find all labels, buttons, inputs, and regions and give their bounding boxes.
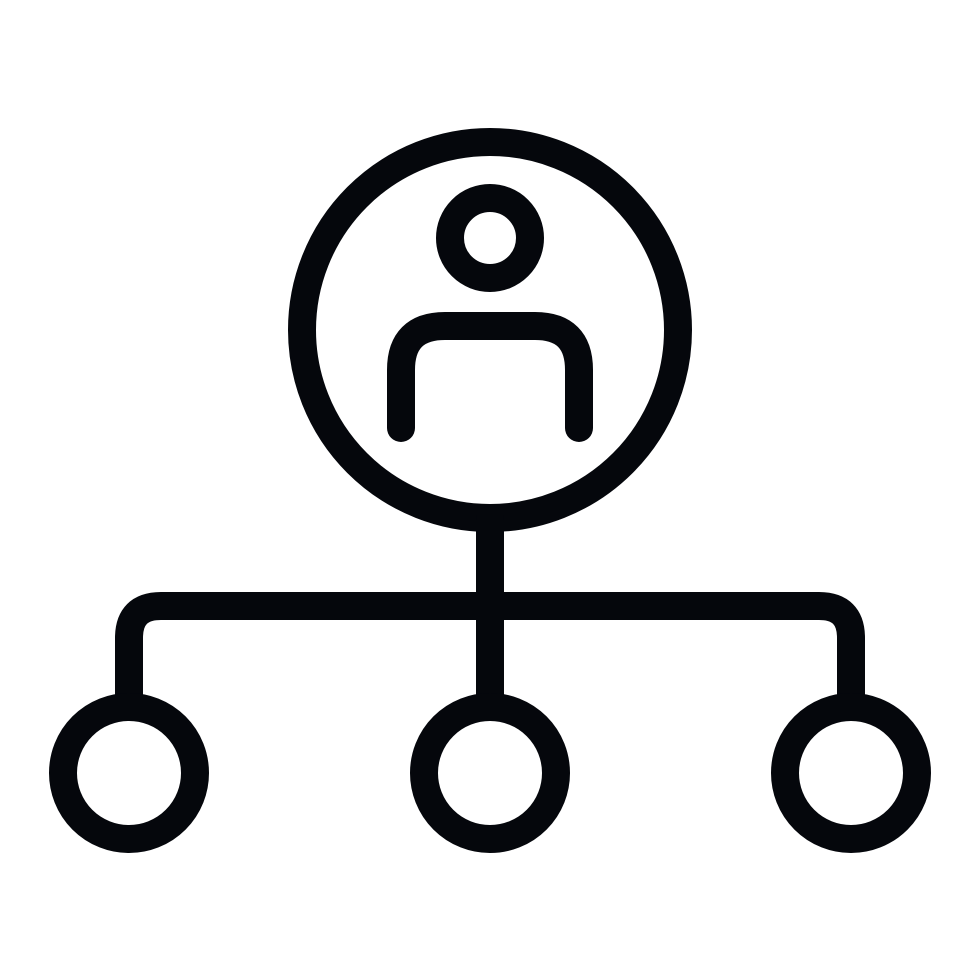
child-node-right bbox=[771, 693, 931, 853]
child-node-left bbox=[49, 693, 209, 853]
child-node-center bbox=[410, 693, 570, 853]
user-shoulders bbox=[387, 312, 593, 442]
hierarchy-connector-lines bbox=[115, 592, 865, 717]
user-head bbox=[436, 184, 544, 292]
